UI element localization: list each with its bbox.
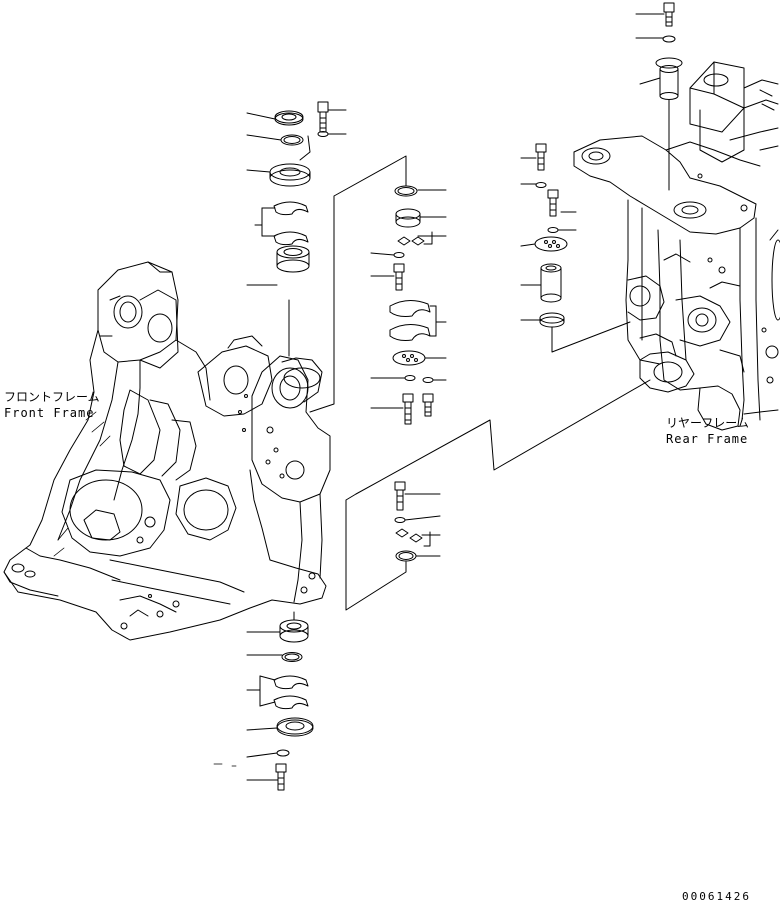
front-frame-label-en: Front Frame	[4, 406, 95, 420]
rear-frame-drawing	[574, 62, 780, 430]
rear-pin-parts	[521, 3, 682, 352]
rear-frame-label-jp: リヤーフレーム	[666, 416, 749, 430]
front-frame-label-jp: フロントフレーム	[4, 390, 100, 404]
lower-hinge-parts	[346, 380, 650, 610]
rear-frame-label-en: Rear Frame	[666, 432, 749, 446]
drawing-number: 00061426	[682, 890, 751, 903]
center-pin-parts	[310, 156, 446, 424]
lower-bearing-parts	[214, 612, 313, 790]
front-frame-drawing	[4, 262, 330, 640]
upper-bearing-parts	[247, 102, 346, 356]
